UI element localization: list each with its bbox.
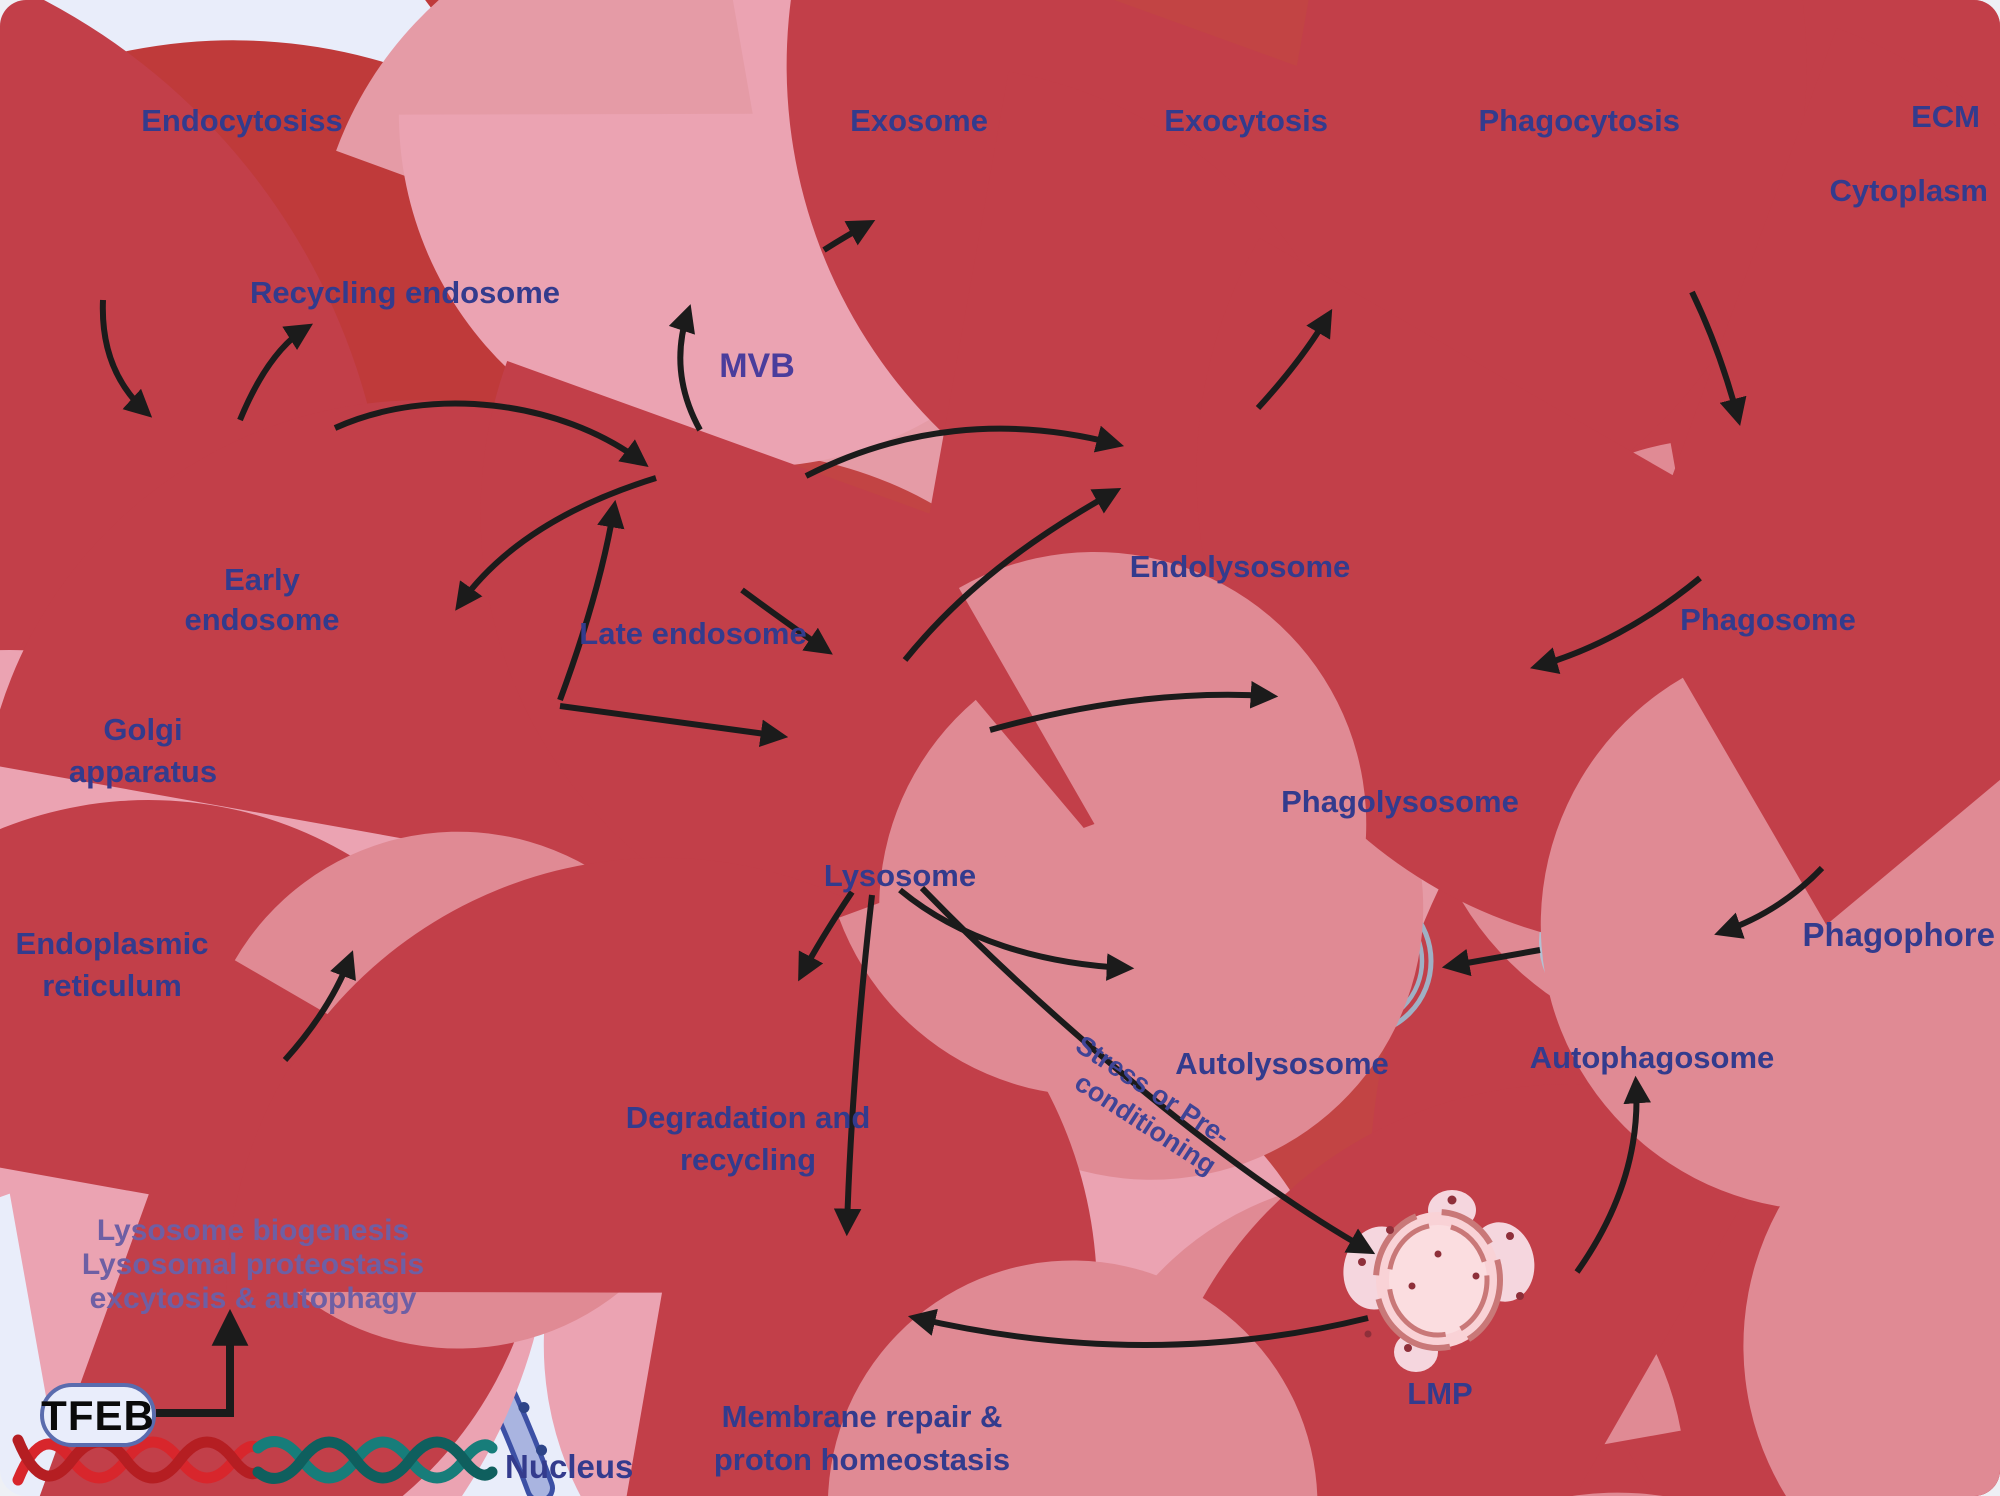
- label-tfeb-program-1: Lysosome biogenesis: [97, 1214, 409, 1247]
- arrow-late-to-golgi: [455, 475, 657, 611]
- lmp-lysosome: [127, 0, 2000, 1496]
- arrow-golgi-to-late: [557, 499, 625, 702]
- tfeb-activation-arrow: [156, 1308, 249, 1417]
- label-endolysosome: Endolysosome: [1130, 549, 1351, 584]
- arrow-lmp-to-autophagosome: [1574, 1075, 1651, 1274]
- label-nucleus: Nucleus: [505, 1448, 633, 1485]
- arrow-lysosome-to-degradation: [798, 890, 855, 982]
- label-ecm: ECM: [1911, 99, 1980, 134]
- arrow-autophagosome-to-autolysosome: [1441, 947, 1541, 977]
- arrow-endocytosis-to-early: [99, 299, 153, 418]
- label-lmp: LMP: [1407, 1376, 1472, 1411]
- label-golgi-2: apparatus: [69, 754, 217, 789]
- label-lysosome: Lysosome: [824, 858, 976, 893]
- label-exocytosis: Exocytosis: [1164, 103, 1328, 138]
- arrow-early-to-recycling: [237, 323, 313, 422]
- label-membrane-repair-2: proton homeostasis: [714, 1442, 1010, 1477]
- label-tfeb-program-2: Lysosomal proteostasis: [82, 1248, 424, 1281]
- arrow-lysosome-to-membrane-repair: [833, 894, 875, 1237]
- label-cytoplasm: Cytoplasm: [1830, 173, 1988, 208]
- label-phagolysosome: Phagolysosome: [1281, 784, 1519, 819]
- label-degradation-1: Degradation and: [626, 1100, 871, 1135]
- label-recycling-endosome: Recycling endosome: [250, 275, 560, 310]
- arrow-phagocytosis-to-phagosome: [1689, 290, 1747, 427]
- arrow-mvb-to-exosome: [822, 220, 876, 253]
- label-exosome: Exosome: [850, 103, 988, 138]
- label-er-2: reticulum: [42, 968, 182, 1003]
- label-phagocytosis: Phagocytosis: [1478, 103, 1680, 138]
- pathway-arrows: [99, 220, 1825, 1348]
- arrow-er-to-golgi: [282, 950, 356, 1063]
- arrow-lmp-to-membrane-repair: [907, 1308, 1369, 1348]
- arrow-early-to-late: [333, 400, 649, 467]
- arrow-lysosome-to-autolysosome: [898, 887, 1135, 981]
- arrow-late-to-mvb: [668, 304, 703, 432]
- arrow-lysosome-to-lmp: [919, 885, 1376, 1255]
- arrow-phagophore-to-autophagosome: [1714, 865, 1825, 939]
- label-tfeb-program-3: excytosis & autophagy: [90, 1282, 417, 1315]
- label-autolysosome: Autolysosome: [1175, 1046, 1389, 1081]
- label-endocytosis: Endocytosiss: [141, 103, 343, 138]
- label-golgi-1: Golgi: [103, 712, 182, 747]
- tfeb-node: [40, 1308, 249, 1447]
- label-tfeb: TFEB: [41, 1392, 155, 1439]
- label-phagophore: Phagophore: [1802, 916, 1995, 953]
- label-early-endosome-1: Early: [224, 562, 301, 597]
- label-late-endosome: Late endosome: [579, 616, 806, 651]
- arrow-late-to-lysosome: [740, 587, 833, 655]
- arrow-phagosome-to-phagolysosome: [1530, 575, 1702, 674]
- label-mvb: MVB: [719, 347, 795, 385]
- label-degradation-2: recycling: [680, 1142, 816, 1177]
- arrow-lysosome-to-endolysosome: [902, 487, 1122, 662]
- label-phagosome: Phagosome: [1680, 602, 1856, 637]
- arrow-lysosome-to-phagolysosome: [989, 681, 1279, 733]
- label-early-endosome-2: endosome: [184, 602, 339, 637]
- label-er-1: Endoplasmic: [16, 926, 209, 961]
- label-membrane-repair-1: Membrane repair &: [722, 1399, 1003, 1434]
- label-autophagosome: Autophagosome: [1530, 1040, 1775, 1075]
- nucleus-dna: [12, 1434, 498, 1486]
- arrow-golgi-to-lysosome: [559, 703, 789, 747]
- arrow-endolysosome-to-exocytosis: [1255, 308, 1333, 411]
- arrow-late-to-endolysosome: [804, 425, 1125, 479]
